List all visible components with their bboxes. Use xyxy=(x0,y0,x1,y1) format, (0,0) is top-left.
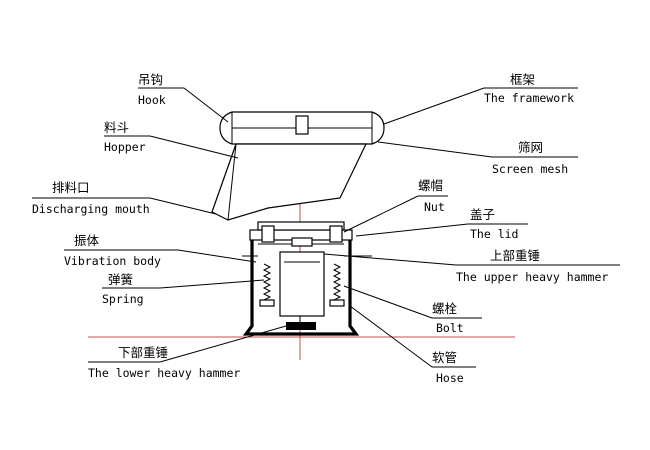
label-hose-en: Hose xyxy=(436,371,464,385)
lid xyxy=(249,221,353,243)
label-discharging-mouth-zh: 排料口 xyxy=(52,180,90,195)
label-screen-mesh-zh: 筛网 xyxy=(518,140,543,155)
label-screen-mesh-en: Screen mesh xyxy=(492,162,568,176)
label-hook-zh: 吊钩 xyxy=(138,72,163,87)
label-spring: 弹簧 Spring xyxy=(102,272,144,306)
label-upper-hammer-zh: 上部重锤 xyxy=(490,248,540,263)
label-discharging-mouth: 排料口 Discharging mouth xyxy=(32,180,150,216)
label-hose: 软管 Hose xyxy=(432,350,464,385)
lower-heavy-hammer xyxy=(286,316,316,330)
label-vibration-body-zh: 振体 xyxy=(74,233,100,248)
label-vibration-body: 振体 Vibration body xyxy=(64,233,161,268)
label-framework: 框架 The framework xyxy=(484,72,574,105)
label-hose-zh: 软管 xyxy=(432,350,457,365)
label-spring-zh: 弹簧 xyxy=(108,272,133,287)
label-lower-hammer-en: The lower heavy hammer xyxy=(88,366,240,380)
label-upper-hammer: 上部重锤 The upper heavy hammer xyxy=(456,248,608,284)
label-lower-hammer-zh: 下部重锤 xyxy=(118,345,168,360)
label-hopper-zh: 料斗 xyxy=(104,120,129,135)
spring-right xyxy=(329,263,345,307)
label-nut-en: Nut xyxy=(424,200,445,214)
label-hook: 吊钩 Hook xyxy=(138,72,166,107)
label-screen-mesh: 筛网 Screen mesh xyxy=(492,140,568,176)
label-nut-zh: 螺帽 xyxy=(418,178,443,193)
label-lid: 盖子 The lid xyxy=(470,207,518,241)
label-discharging-mouth-en: Discharging mouth xyxy=(32,202,150,216)
label-framework-en: The framework xyxy=(484,91,574,105)
label-upper-hammer-en: The upper heavy hammer xyxy=(456,270,608,284)
label-lid-zh: 盖子 xyxy=(470,207,495,222)
label-bolt: 螺栓 Bolt xyxy=(432,301,464,335)
label-lid-en: The lid xyxy=(470,227,518,241)
label-spring-en: Spring xyxy=(102,292,144,306)
upper-heavy-hammer xyxy=(279,237,325,317)
label-nut: 螺帽 Nut xyxy=(418,178,445,214)
leader-lines xyxy=(32,87,620,368)
spring-left xyxy=(259,263,275,307)
label-hopper: 料斗 Hopper xyxy=(104,120,146,154)
label-vibration-body-en: Vibration body xyxy=(64,254,161,268)
label-hook-en: Hook xyxy=(138,93,166,107)
label-bolt-en: Bolt xyxy=(436,321,464,335)
framework-drum xyxy=(219,111,385,145)
label-bolt-zh: 螺栓 xyxy=(432,301,458,316)
label-framework-zh: 框架 xyxy=(510,72,535,87)
label-lower-hammer: 下部重锤 The lower heavy hammer xyxy=(88,345,240,380)
label-hopper-en: Hopper xyxy=(104,140,146,154)
hopper-chute xyxy=(211,143,367,221)
